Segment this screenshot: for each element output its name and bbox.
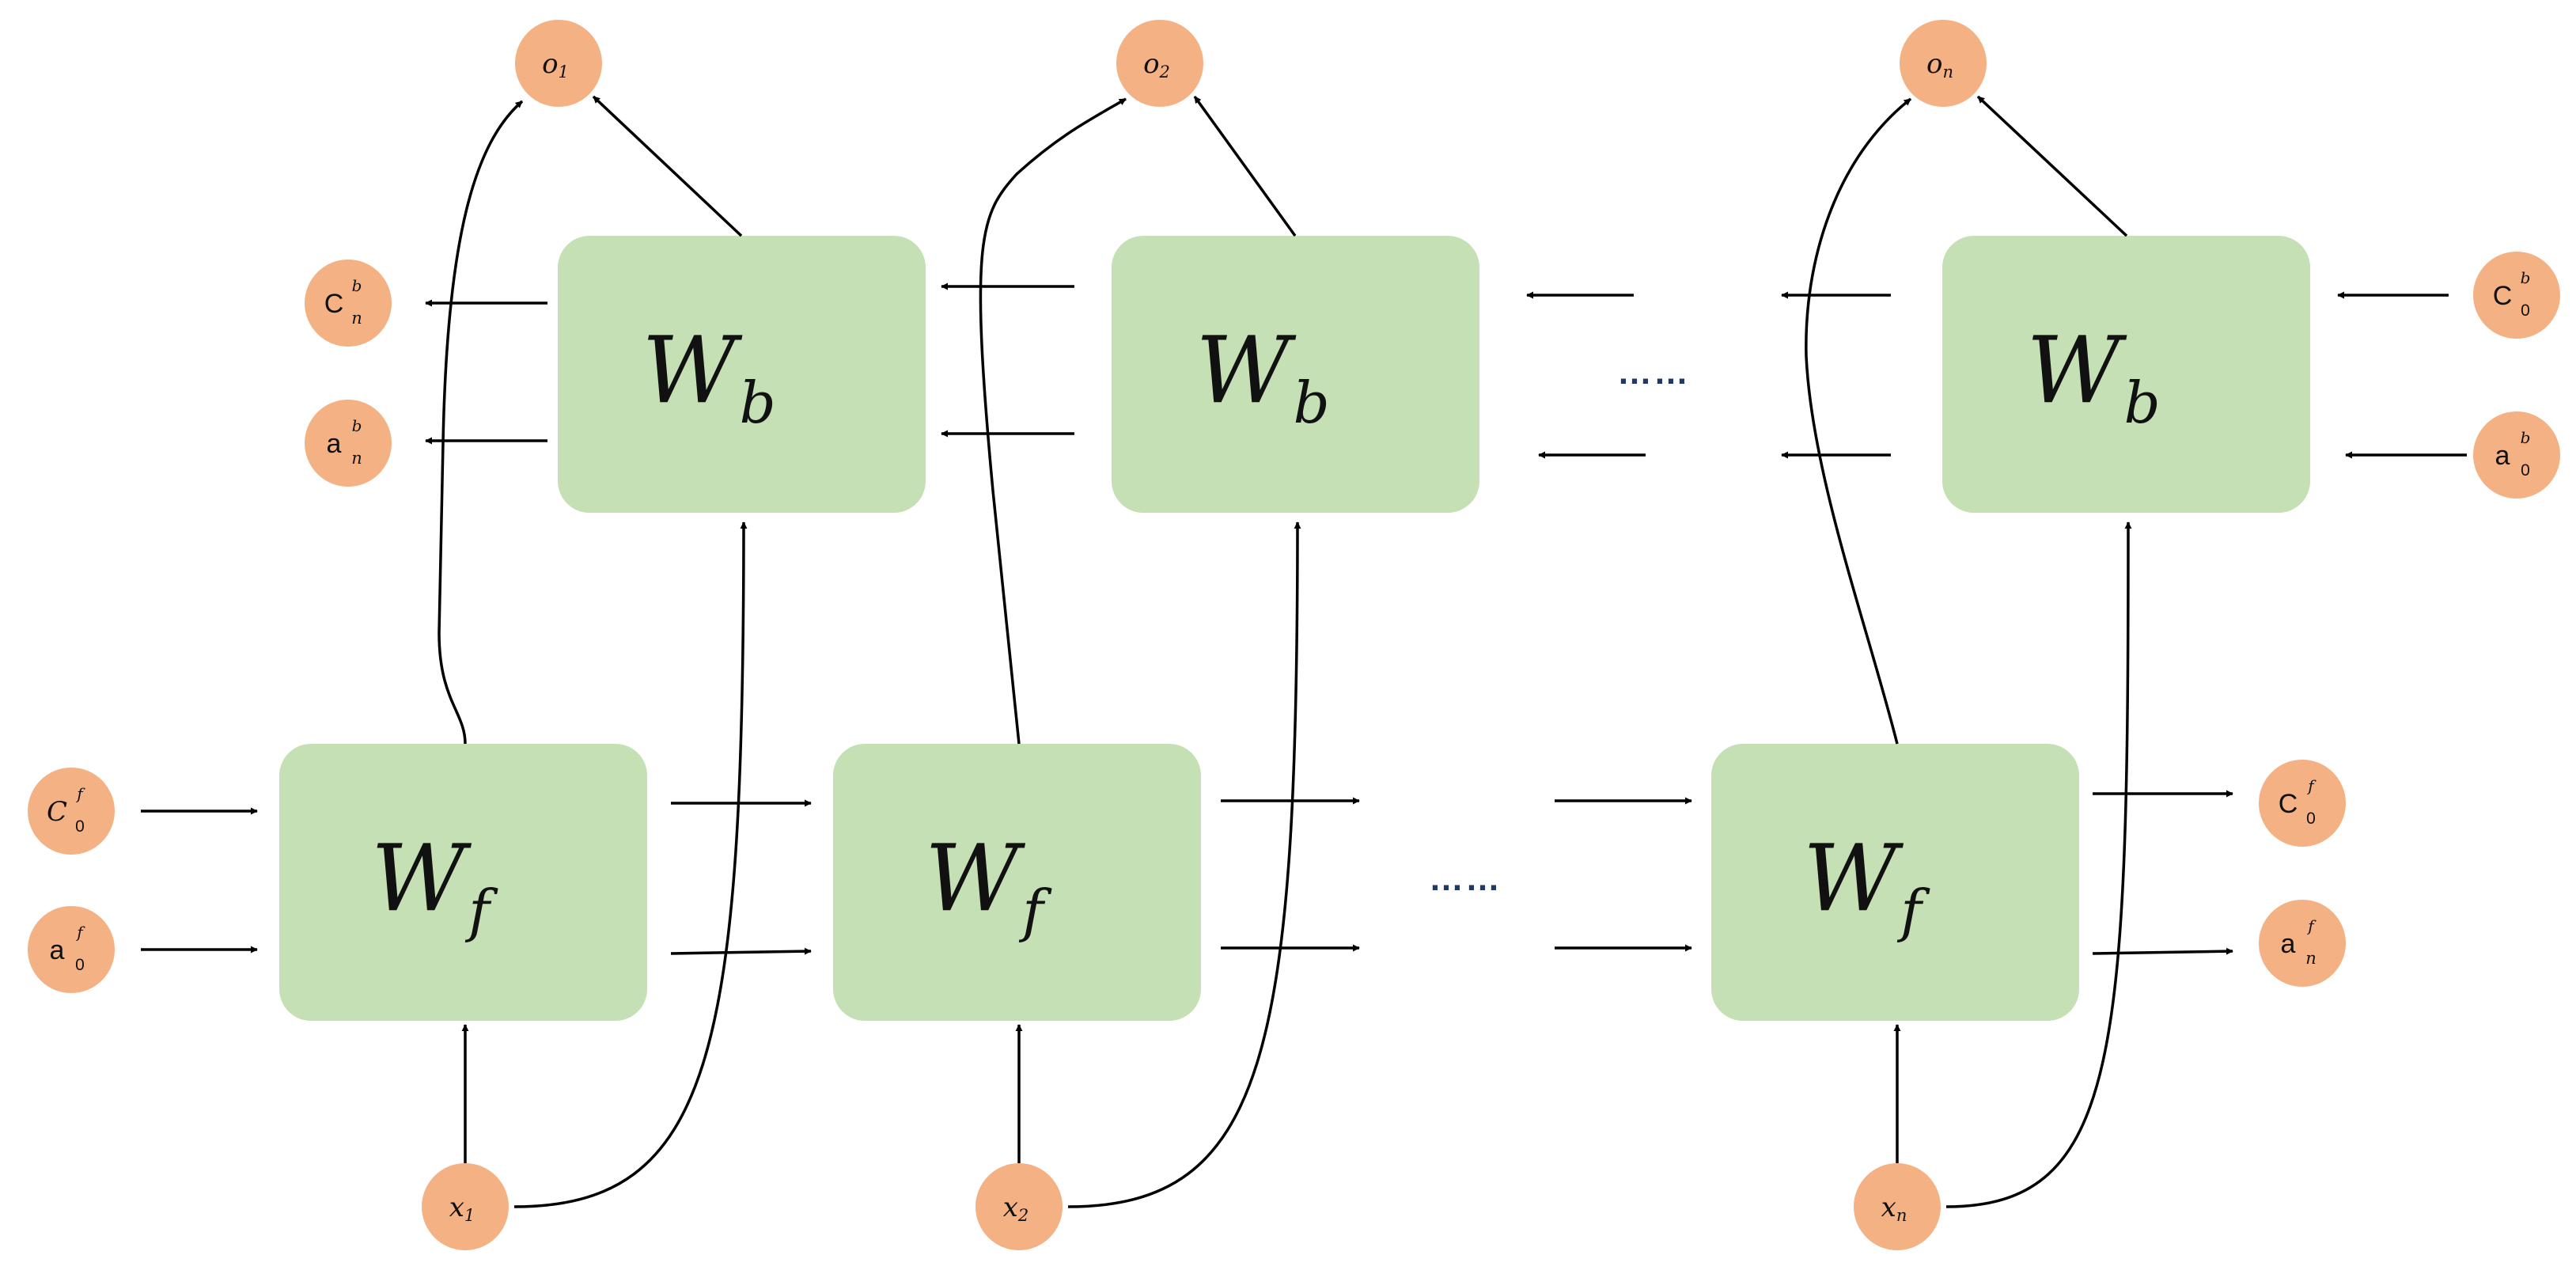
svg-text:a: a (50, 935, 65, 965)
svg-text:C: C (2279, 789, 2298, 819)
state-node-forward-init-a: a f 0 (28, 906, 115, 993)
edges (141, 95, 2467, 1208)
svg-text:n: n (2305, 949, 2317, 968)
edge-forward2-to-o2 (979, 97, 1127, 745)
svg-text:xn: xn (1881, 1192, 1907, 1225)
svg-text:b: b (352, 416, 362, 435)
svg-text:0: 0 (75, 956, 85, 974)
svg-text:0: 0 (2521, 461, 2530, 480)
svg-text:C: C (47, 796, 67, 828)
ellipsis-forward: …… (1429, 859, 1502, 898)
svg-text:Wb: Wb (2026, 317, 2160, 436)
backward-cell-n: Wb (1942, 236, 2310, 513)
edge-forwardn-to-on (1805, 97, 1912, 745)
svg-text:a: a (2281, 929, 2296, 959)
output-node-o2: o2 (1116, 20, 1203, 107)
edge-x2-to-backward (1067, 521, 1301, 1208)
svg-text:Wb: Wb (1195, 317, 1329, 436)
svg-text:o2: o2 (1143, 48, 1170, 82)
forward-cell-1: Wf (279, 744, 647, 1021)
svg-text:0: 0 (75, 817, 85, 836)
svg-text:o1: o1 (542, 48, 569, 82)
svg-text:n: n (351, 309, 362, 328)
svg-text:0: 0 (2521, 301, 2530, 320)
input-node-xn: xn (1854, 1163, 1941, 1250)
svg-text:C: C (324, 289, 344, 319)
svg-text:x1: x1 (449, 1192, 475, 1225)
edge-forward1-to-o1 (438, 100, 524, 745)
state-node-backward-init-c: C b 0 (2473, 252, 2560, 339)
svg-text:b: b (2521, 428, 2531, 447)
backward-cell-2: Wb (1112, 236, 1479, 513)
output-node-o1: o1 (515, 20, 602, 107)
svg-text:0: 0 (2306, 810, 2316, 828)
state-node-forward-final-c: C f 0 (2259, 760, 2346, 847)
edge-x1-to-backward (513, 521, 748, 1208)
svg-text:Wb: Wb (642, 317, 775, 436)
input-node-x1: x1 (422, 1163, 509, 1250)
ellipsis-backward: …… (1617, 353, 1690, 392)
svg-text:C: C (2493, 281, 2513, 311)
svg-text:a: a (327, 429, 342, 459)
forward-cell-2: Wf (833, 744, 1201, 1021)
edge-backwardn-to-on (1976, 95, 2128, 237)
output-node-on: on (1900, 20, 1987, 107)
state-node-forward-final-a: a f n (2259, 900, 2346, 987)
svg-text:b: b (352, 276, 362, 295)
state-node-backward-init-a: a b 0 (2473, 411, 2560, 499)
input-node-x2: x2 (975, 1163, 1063, 1250)
backward-cell-1: Wb (558, 236, 926, 513)
svg-text:x2: x2 (1003, 1192, 1029, 1225)
svg-text:n: n (351, 449, 362, 468)
svg-text:b: b (2521, 268, 2531, 287)
svg-text:a: a (2495, 441, 2510, 471)
svg-text:on: on (1926, 48, 1953, 82)
state-node-forward-init-c: C f 0 (28, 768, 115, 855)
edge-backward2-to-o2 (1193, 95, 1297, 237)
forward-cell-n: Wf (1711, 744, 2079, 1021)
edge-backward1-to-o1 (592, 95, 743, 237)
state-node-backward-final-c: C b n (305, 260, 392, 347)
state-node-backward-final-a: a b n (305, 400, 392, 487)
edge-xn-to-backward (1945, 521, 2132, 1208)
